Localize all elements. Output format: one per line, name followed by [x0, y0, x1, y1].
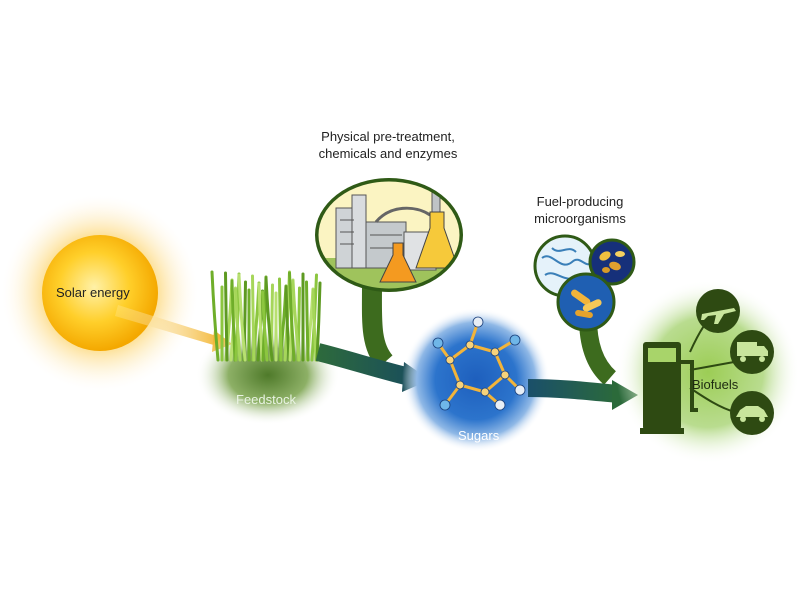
pretreatment-label: Physical pre-treatment, chemicals and en…	[298, 128, 478, 162]
pretreatment-label-line2: chemicals and enzymes	[318, 146, 458, 161]
pretreatment-node	[315, 178, 463, 369]
airplane-icon	[696, 289, 740, 333]
feedstock-node	[196, 270, 340, 425]
car-icon	[730, 391, 774, 435]
grass-icon	[210, 270, 322, 362]
feedstock-label: Feedstock	[236, 392, 296, 407]
microbe-cluster-icon	[588, 238, 636, 286]
pretreatment-label-line1: Physical pre-treatment,	[321, 129, 455, 144]
factory-lab-icon	[317, 180, 461, 290]
sugars-node	[402, 308, 550, 452]
microorganisms-node	[533, 234, 636, 385]
microorganisms-label: Fuel-producing microorganisms	[520, 193, 640, 227]
microorganisms-label-line1: Fuel-producing	[536, 194, 624, 209]
sugar-molecule-icon	[432, 316, 526, 411]
solar-energy-label: Solar energy	[56, 285, 130, 300]
microorganisms-label-line2: microorganisms	[534, 211, 626, 226]
microbe-rods-icon	[556, 272, 616, 332]
sun-icon	[2, 195, 198, 391]
truck-icon	[730, 330, 774, 374]
fuel-pump-icon	[640, 342, 698, 434]
biofuels-label: Biofuels	[692, 377, 739, 392]
biofuels-node	[616, 280, 800, 464]
sugars-label: Sugars	[458, 428, 500, 443]
